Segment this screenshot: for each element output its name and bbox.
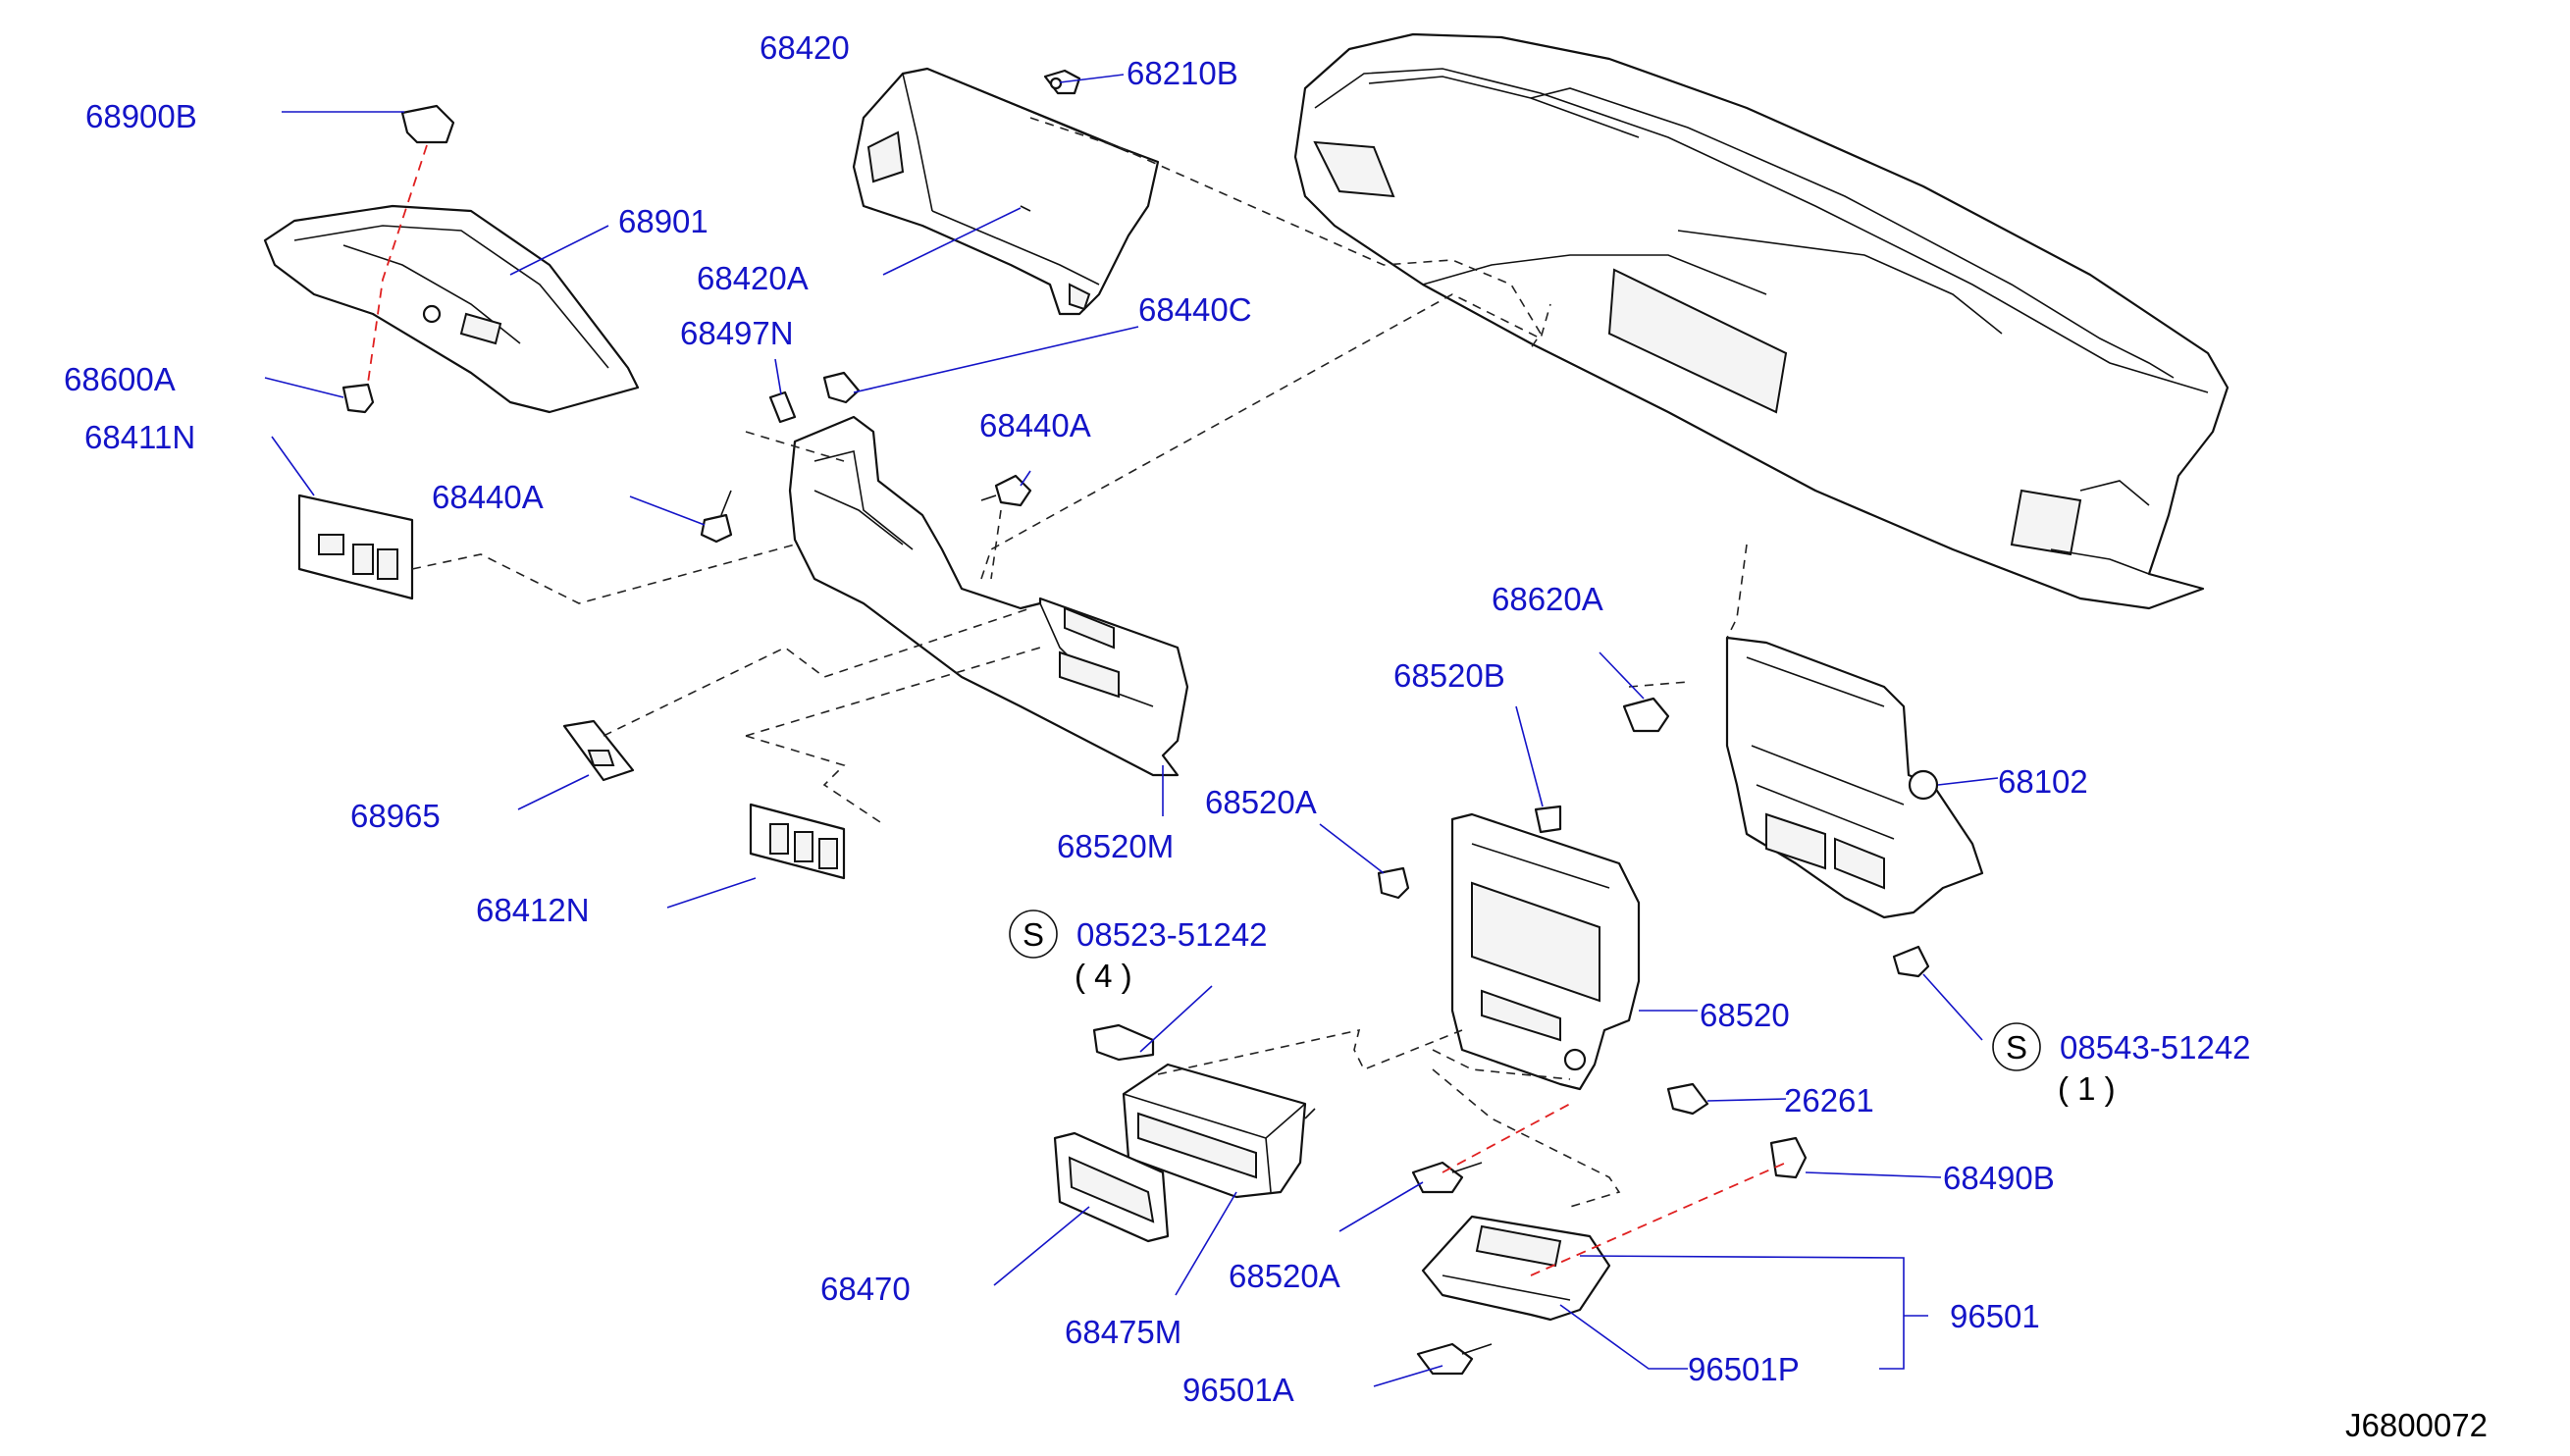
label-26261[interactable]: 26261 [1784,1082,1874,1118]
part-68440A-right-drawing [980,474,1032,507]
part-68411N-drawing [297,494,414,600]
label-68102[interactable]: 68102 [1998,763,2088,800]
label-96501P[interactable]: 96501P [1688,1351,1800,1387]
screw-number-08543[interactable]: 08543-51242 [2060,1029,2251,1066]
label-68497N[interactable]: 68497N [680,315,794,351]
part-68520-drawing [1450,812,1641,1091]
label-68965[interactable]: 68965 [350,798,441,834]
part-68440C-drawing [822,371,861,404]
screw-number-08523[interactable]: 08523-51242 [1076,916,1268,953]
part-68497N-drawing [768,390,797,424]
screw-callout-08543[interactable]: S 08543-51242 ( 1 ) [1992,1022,2251,1107]
label-68520[interactable]: 68520 [1700,997,1790,1033]
part-68600A-drawing [341,383,375,414]
label-68620A[interactable]: 68620A [1492,581,1603,617]
part-labels: 68900B 68420 68210B 68901 68420A 68440C … [64,29,2488,1443]
label-68520M[interactable]: 68520M [1057,828,1174,864]
screw-symbol-label: S [1023,916,1044,953]
screw-08523-drawing [1092,1023,1155,1062]
label-68470[interactable]: 68470 [820,1271,911,1307]
part-26261-drawing [1666,1082,1709,1116]
label-68420A[interactable]: 68420A [697,260,809,296]
leader-lines [264,74,1999,1387]
label-96501A[interactable]: 96501A [1182,1372,1294,1408]
part-68520A-upper-drawing [1377,866,1410,900]
label-68420[interactable]: 68420 [760,29,850,66]
label-68440A-right[interactable]: 68440A [979,407,1091,443]
part-68620A-drawing [1622,697,1670,733]
part-68420-drawing [852,67,1160,316]
label-68412N[interactable]: 68412N [476,892,590,928]
part-68440A-left-drawing [700,490,733,544]
part-68490B-drawing [1769,1136,1808,1179]
part-68520B-drawing [1534,805,1562,834]
screw-symbol-icon [1992,1022,2041,1071]
part-68102-drawing [1725,636,1984,919]
screw-quantity-08543: ( 1 ) [2058,1070,2116,1107]
part-68475M-drawing [1122,1063,1316,1199]
part-68520M-drawing [788,415,1189,777]
label-68411N[interactable]: 68411N [84,419,195,455]
screw-08543-drawing [1892,945,1930,978]
instrument-panel-drawing [1293,32,2229,610]
part-68520A-lower-drawing [1411,1161,1483,1194]
part-68965-drawing [562,719,635,782]
label-68901[interactable]: 68901 [618,203,708,239]
screw-symbol-icon [1009,910,1058,959]
screw-symbol-label: S [2006,1029,2027,1066]
label-68520A-upper[interactable]: 68520A [1205,784,1317,820]
part-68901-drawing [263,204,640,414]
assembly-lines [367,117,1787,1276]
label-68520B[interactable]: 68520B [1393,657,1505,694]
part-96501A-drawing [1416,1342,1493,1376]
label-68900B[interactable]: 68900B [85,98,197,134]
label-68490B[interactable]: 68490B [1943,1160,2055,1196]
diagram-id: J6800072 [2345,1407,2488,1443]
screw-callout-08523[interactable]: S 08523-51242 ( 4 ) [1009,910,1268,994]
label-68440A-left[interactable]: 68440A [432,479,544,515]
label-96501[interactable]: 96501 [1950,1298,2040,1334]
part-68900B-drawing [400,104,455,144]
label-68210B[interactable]: 68210B [1127,55,1238,91]
part-68412N-drawing [749,803,846,880]
label-68440C[interactable]: 68440C [1138,291,1252,328]
screw-quantity-08523: ( 4 ) [1075,958,1132,994]
label-68520A-lower[interactable]: 68520A [1229,1258,1340,1294]
label-68475M[interactable]: 68475M [1065,1314,1181,1350]
part-68470-drawing [1053,1131,1170,1243]
label-68600A[interactable]: 68600A [64,361,176,397]
part-96501-drawing [1421,1215,1611,1322]
